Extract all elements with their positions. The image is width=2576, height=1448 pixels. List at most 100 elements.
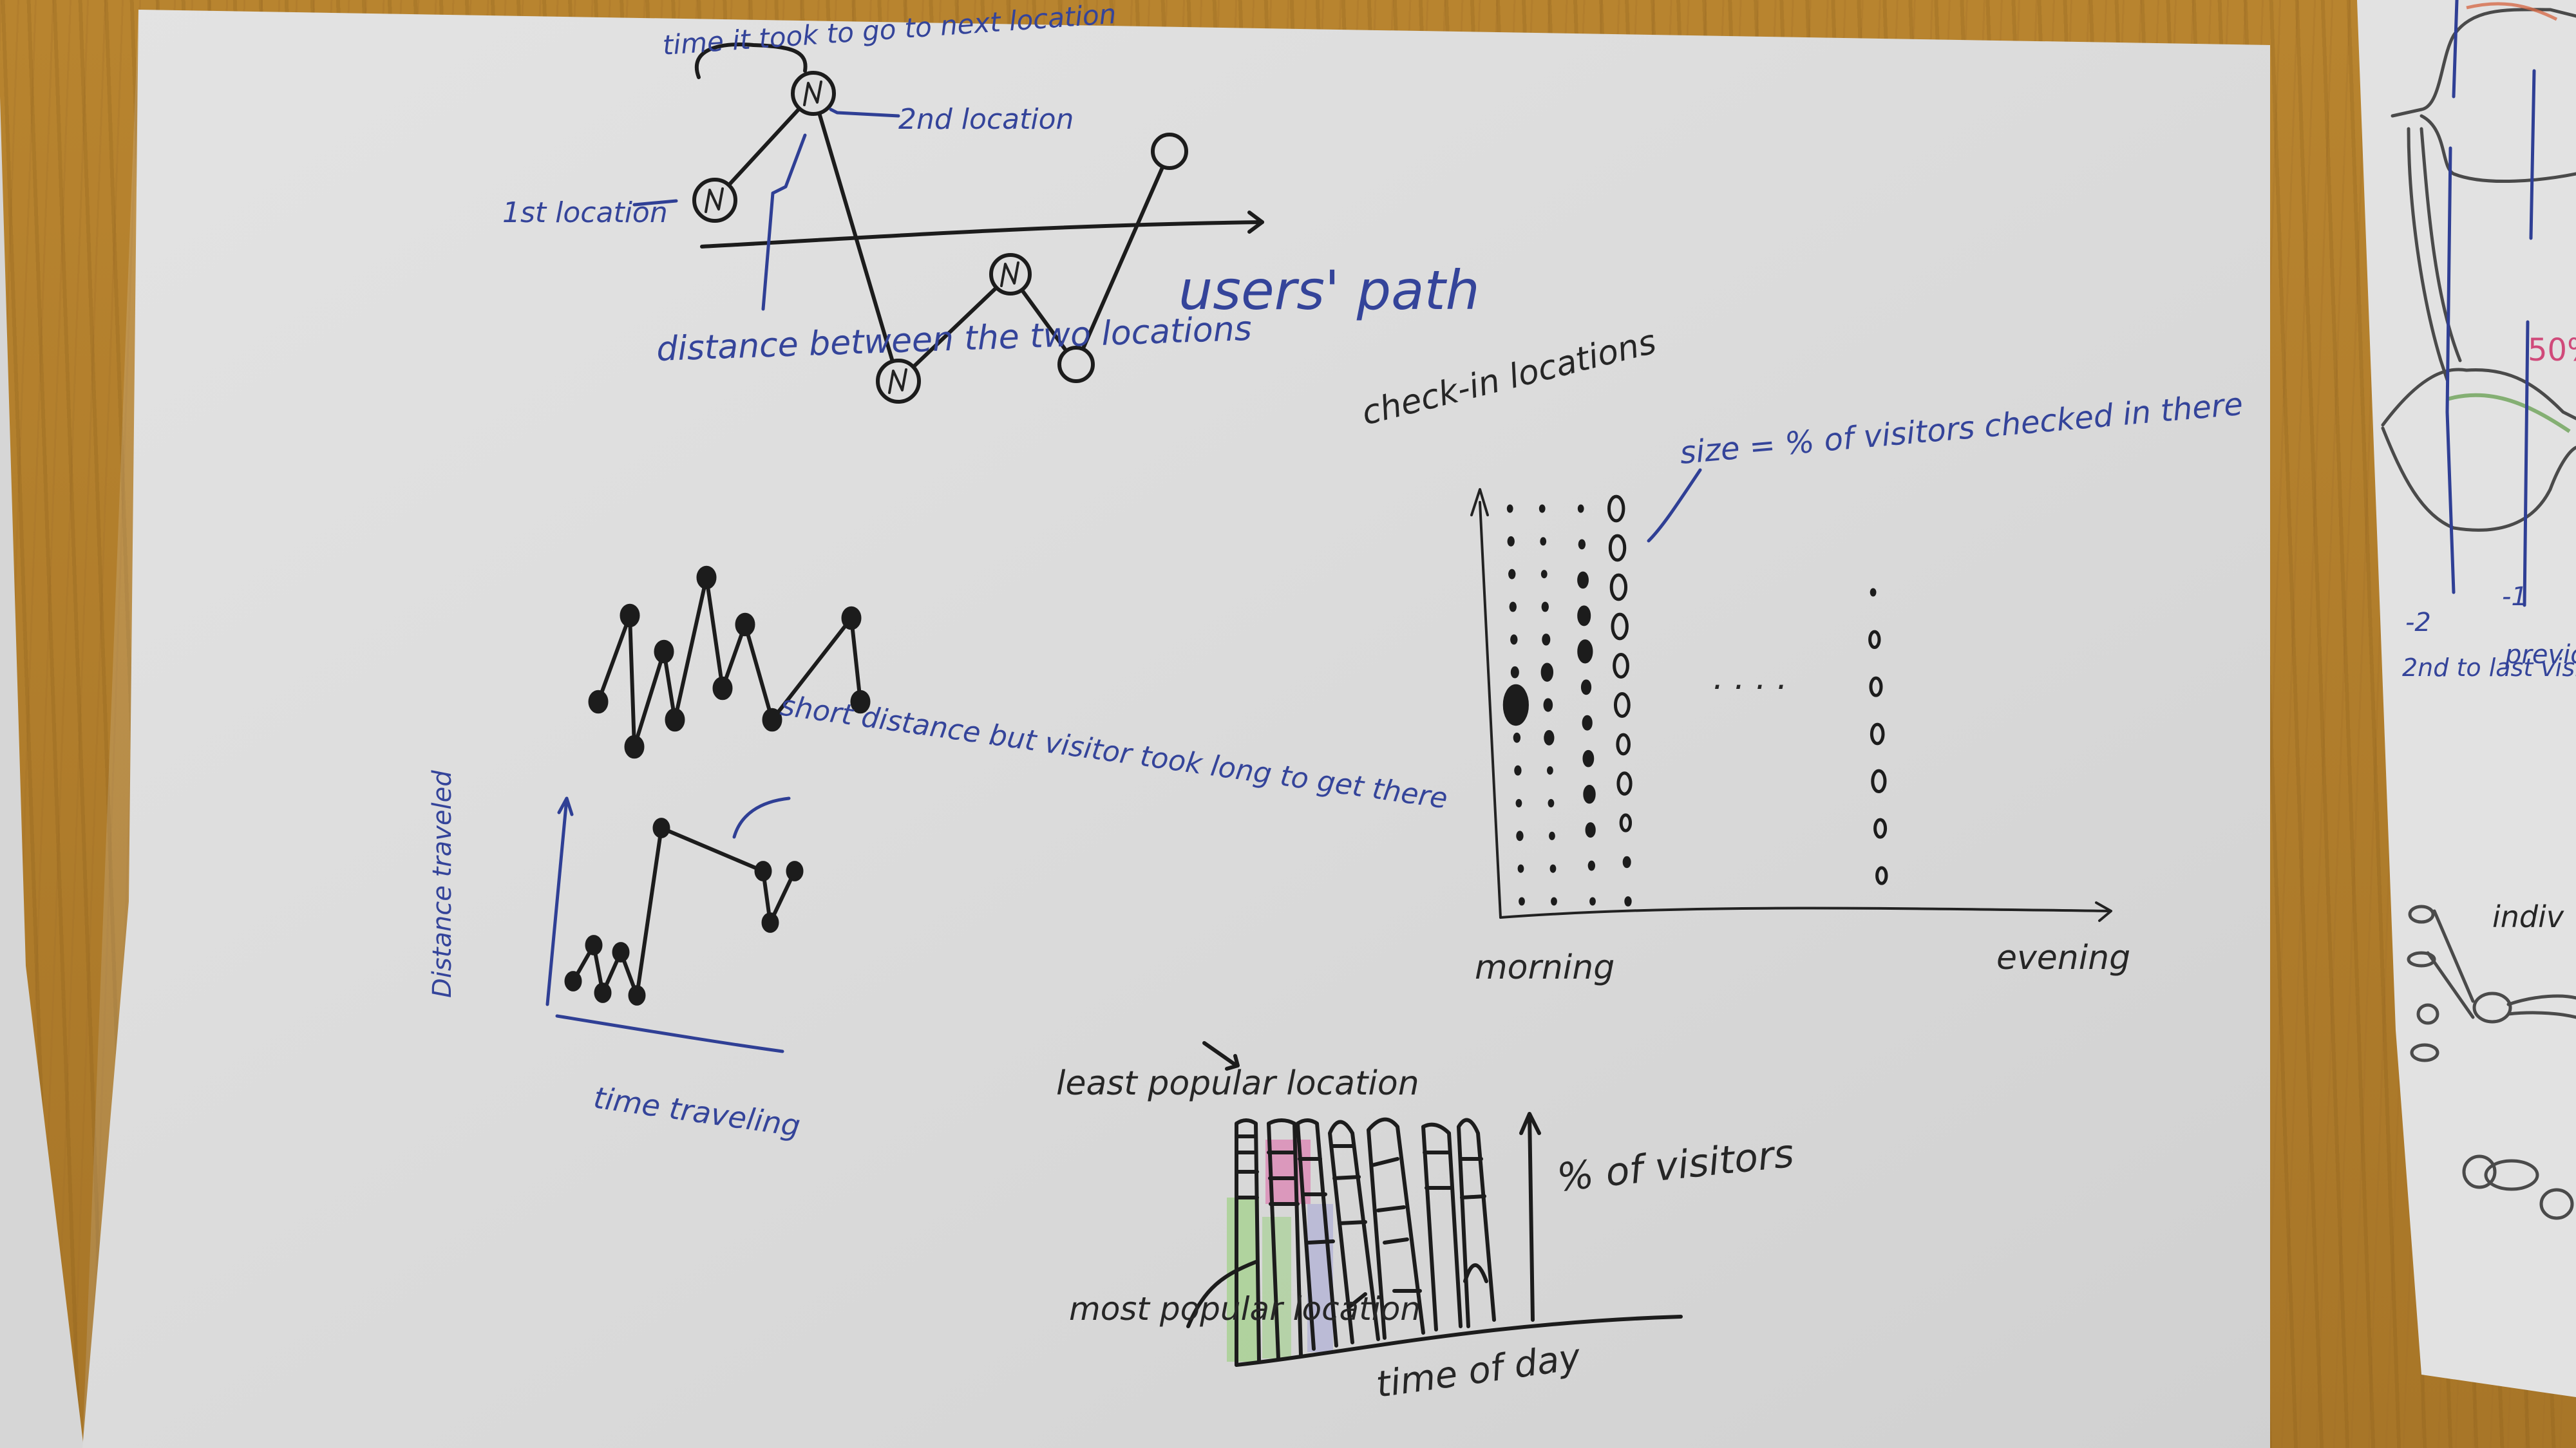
path-line bbox=[713, 91, 1171, 383]
users-path-title: users' path bbox=[1179, 259, 1480, 322]
checkin-bubble bbox=[1540, 537, 1547, 546]
connector-glyph-1 bbox=[2407, 905, 2576, 1024]
checkin-bubble bbox=[1506, 504, 1513, 513]
checkin-bubble bbox=[1616, 771, 1633, 796]
checkin-bubbles bbox=[1502, 494, 1888, 907]
paper-shading bbox=[82, 10, 2270, 1448]
path-node bbox=[1151, 133, 1188, 170]
checkin-bubble bbox=[1578, 539, 1586, 550]
checkin-bubble bbox=[1543, 698, 1553, 712]
checkin-bubble bbox=[1870, 722, 1885, 746]
distance-time-node bbox=[564, 971, 582, 992]
checkin-bubble bbox=[1609, 573, 1628, 601]
zigzag-node bbox=[735, 612, 755, 637]
evening-label: evening bbox=[1996, 939, 2130, 977]
checkin-bubble bbox=[1549, 864, 1557, 873]
morning-label: morning bbox=[1475, 948, 1615, 987]
checkin-bubble bbox=[1582, 749, 1595, 767]
flow-node-top bbox=[2391, 8, 2576, 118]
checkins-x-axis bbox=[1499, 907, 2110, 919]
short-distance-pointer bbox=[732, 796, 791, 839]
path-node bbox=[1057, 346, 1095, 383]
flow-node-middle bbox=[2381, 368, 2576, 427]
checkin-bubble bbox=[1541, 601, 1549, 612]
previous-visited-label: previous visited bbox=[2505, 640, 2576, 670]
bar-1 bbox=[1235, 1118, 1261, 1367]
zigzag-node bbox=[665, 708, 685, 732]
checkin-bubble bbox=[1607, 494, 1625, 523]
bars-y-axis bbox=[1528, 1112, 1535, 1322]
axis-arrowhead-icon bbox=[1247, 211, 1264, 234]
zigzag-node bbox=[620, 603, 640, 628]
checkin-bubble bbox=[1585, 822, 1596, 838]
distance-time-node bbox=[754, 861, 772, 881]
checkin-bubble bbox=[1870, 588, 1877, 597]
least-popular-label: least popular location bbox=[1056, 1064, 1419, 1103]
right-paper-sheet bbox=[2357, 0, 2576, 1397]
left-paper-sheet bbox=[0, 97, 84, 1448]
node-mark bbox=[1000, 261, 1019, 287]
most-popular-label: most popular location bbox=[1069, 1290, 1421, 1328]
distance-time-node bbox=[786, 861, 804, 881]
checkin-bubble bbox=[1577, 571, 1589, 589]
checkin-bubble bbox=[1619, 813, 1633, 832]
zigzag-node bbox=[850, 690, 871, 714]
checkin-bubble bbox=[1507, 536, 1515, 547]
zigzag-node bbox=[762, 708, 782, 732]
connector-glyph-2 bbox=[2410, 1003, 2574, 1220]
checkin-bubble bbox=[1544, 729, 1555, 746]
checkin-bubble bbox=[1624, 896, 1632, 907]
checkin-bubble bbox=[1540, 570, 1548, 579]
y-axis-arrowhead-icon bbox=[1470, 488, 1489, 516]
zigzag-node bbox=[654, 639, 674, 664]
time-x-axis bbox=[555, 1014, 784, 1053]
node-mark bbox=[888, 368, 907, 394]
individual-label: indiv bbox=[2492, 899, 2564, 934]
checkin-bubble bbox=[1616, 733, 1631, 756]
bar-3 bbox=[1296, 1118, 1338, 1351]
checkin-bubble bbox=[1502, 684, 1529, 726]
checkin-bubble bbox=[1539, 504, 1546, 513]
checkin-bubble bbox=[1869, 676, 1883, 697]
path-nodes bbox=[692, 71, 1188, 404]
checkin-bubble bbox=[1519, 897, 1525, 906]
bar-5 bbox=[1367, 1117, 1425, 1340]
path-time-axis bbox=[700, 220, 1264, 249]
minus-two-label: -2 bbox=[2405, 608, 2431, 637]
distance-y-axis bbox=[545, 796, 569, 1006]
checkin-bubble bbox=[1613, 652, 1629, 679]
x-axis-arrowhead-icon bbox=[2095, 901, 2112, 922]
checkin-bubble bbox=[1608, 534, 1627, 562]
right-sheet-sketches: 50% -2 -1 2nd to last visited previous v… bbox=[2381, 0, 2576, 1220]
first-location-pointer bbox=[632, 199, 678, 207]
bar-4 bbox=[1328, 1120, 1380, 1344]
checkin-bubble bbox=[1587, 860, 1596, 871]
bar-2 bbox=[1267, 1118, 1303, 1360]
distance-traveled-label: Distance traveled bbox=[428, 770, 457, 998]
y-axis-arrowhead-icon bbox=[1519, 1112, 1541, 1135]
sketch-users-path: time it took to go to next location 2nd … bbox=[502, 0, 1480, 404]
y-axis-arrowhead-icon bbox=[557, 796, 574, 816]
checkin-bubble bbox=[1510, 666, 1519, 679]
checkin-bubble bbox=[1875, 866, 1888, 885]
checkin-bubble bbox=[1515, 798, 1522, 808]
checkin-bubble bbox=[1611, 612, 1629, 641]
distance-pointer bbox=[771, 133, 807, 195]
node-mark bbox=[705, 187, 724, 213]
checkin-bubble bbox=[1514, 765, 1522, 776]
first-location-label: 1st location bbox=[502, 196, 668, 229]
checkins-ellipsis: . . . . bbox=[1713, 659, 1788, 697]
zigzag-nodes bbox=[588, 565, 871, 759]
checkin-bubble bbox=[1542, 634, 1551, 646]
checkin-bubble bbox=[1551, 897, 1557, 906]
sketch-zigzag bbox=[588, 565, 871, 759]
checkin-bubble bbox=[1589, 897, 1596, 906]
time-bracket bbox=[694, 42, 808, 79]
checkin-bubble bbox=[1516, 831, 1524, 842]
checkin-bubble bbox=[1577, 639, 1593, 664]
checkin-bubble bbox=[1871, 769, 1887, 794]
checkin-bubble bbox=[1868, 630, 1881, 649]
checkin-bubble bbox=[1577, 504, 1584, 513]
checkin-bubble bbox=[1547, 766, 1553, 775]
